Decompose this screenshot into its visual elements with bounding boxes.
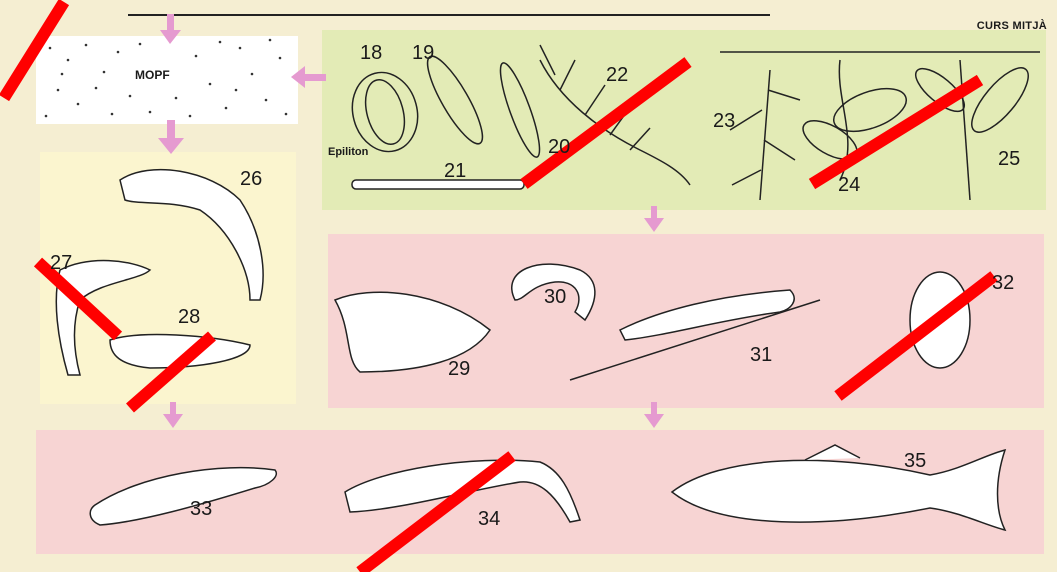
label-19: 19 <box>412 42 434 65</box>
filament-alga <box>352 180 524 189</box>
label-26: 26 <box>240 168 262 191</box>
label-18: 18 <box>360 42 382 65</box>
label-27: 27 <box>50 252 72 275</box>
leech <box>90 468 276 525</box>
label-22: 22 <box>606 64 628 87</box>
label-20: 20 <box>548 136 570 159</box>
section-heading: CURS MITJÀ <box>977 20 1047 32</box>
mopf-label: MOPF <box>135 68 170 82</box>
label-35: 35 <box>904 450 926 473</box>
diatoms <box>344 50 547 160</box>
larvae-detritivores <box>56 170 263 375</box>
aquatic-insects <box>512 264 820 380</box>
label-30: 30 <box>544 286 566 309</box>
aquatic-plants <box>720 52 1040 200</box>
label-32: 32 <box>992 272 1014 295</box>
label-34: 34 <box>478 508 500 531</box>
label-28: 28 <box>178 306 200 329</box>
epiliton-label: Epiliton <box>328 146 368 158</box>
label-24: 24 <box>838 174 860 197</box>
label-31: 31 <box>750 344 772 367</box>
label-29: 29 <box>448 358 470 381</box>
label-25: 25 <box>998 148 1020 171</box>
label-33: 33 <box>190 498 212 521</box>
label-23: 23 <box>713 110 735 133</box>
label-21: 21 <box>444 160 466 183</box>
fish <box>672 445 1005 530</box>
